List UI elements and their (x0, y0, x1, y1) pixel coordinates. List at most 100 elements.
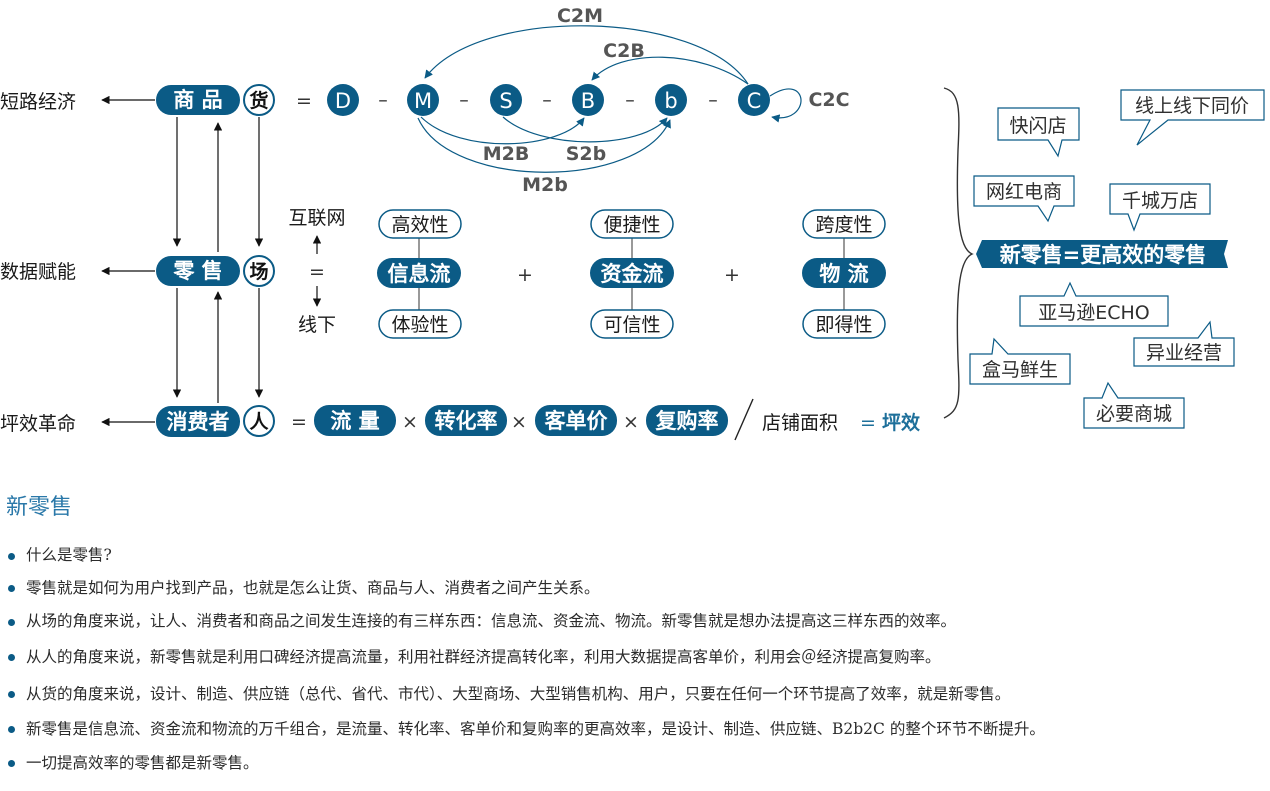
plus-sign: + (517, 264, 533, 286)
arc-c2b (591, 56, 749, 85)
callout-hema: 盒马鲜生 (969, 337, 1071, 385)
list-item: 从场的角度来说，让人、消费者和商品之间发生连接的有三样东西：信息流、资金流、物流… (8, 605, 1263, 638)
list-item: 新零售是信息流、资金流和物流的万千组合，是流量、转化率、客单价和复购率的更高效率… (8, 712, 1263, 746)
arc-label-s2b: S2b (566, 143, 607, 165)
online-offline-equals: = (309, 261, 325, 283)
traffic-pill-text: 流 量 (330, 409, 379, 433)
chain-sep: – (625, 89, 635, 111)
svg-text:亚马逊ECHO: 亚马逊ECHO (1038, 302, 1150, 324)
list-item: 一切提高效率的零售都是新零售。 (8, 746, 1263, 780)
chain-sep: – (542, 89, 552, 111)
result-equals: = (860, 412, 876, 434)
store-area-label: 店铺面积 (762, 412, 838, 434)
svg-text:S: S (499, 89, 512, 113)
flow-main: 信息流 (388, 262, 451, 286)
times-sign: × (511, 411, 527, 433)
goods-pill-text: 商 品 (173, 88, 222, 112)
unit-price-pill-text: 客单价 (545, 409, 609, 433)
consumer-pill (156, 406, 240, 437)
divide-slash (734, 398, 754, 441)
svg-text:b: b (664, 89, 677, 113)
arc-label-c2b: C2B (603, 40, 645, 62)
times-sign: × (623, 411, 639, 433)
flow-main: 资金流 (601, 262, 664, 286)
callout-cross-industry: 异业经营 (1133, 320, 1235, 367)
people-circle-text: 人 (249, 411, 269, 433)
goods-pill (156, 85, 240, 115)
chain-node-s: S (490, 84, 522, 116)
svg-text:网红电商: 网红电商 (986, 181, 1062, 203)
formula-equals: = (291, 411, 307, 433)
repurchase-pill-text: 复购率 (655, 409, 719, 433)
row-label-data-empower: 数据赋能 (0, 261, 76, 283)
times-sign: × (402, 411, 418, 433)
chain-sep: – (708, 89, 718, 111)
right-brace (943, 87, 974, 419)
bullet-list: 什么是零售? 零售就是如何为用户找到产品，也就是怎么让货、商品与人、消费者之间产… (8, 540, 1263, 780)
arc-label-m2b: M2B (483, 143, 530, 165)
flow-bottom: 可信性 (603, 314, 660, 336)
list-item: 什么是零售? (8, 540, 1263, 571)
flow-top: 跨度性 (815, 214, 872, 236)
callout-same-price: 线上线下同价 (1120, 89, 1265, 146)
svg-text:D: D (335, 89, 351, 113)
unit-price-pill (535, 405, 617, 436)
list-item: 零售就是如何为用户找到产品，也就是怎么让货、商品与人、消费者之间产生关系。 (8, 571, 1263, 605)
people-circle (243, 405, 275, 437)
arc-label-m2b-small: M2b (522, 174, 568, 196)
arc-s2b (502, 116, 668, 143)
svg-text:M: M (414, 89, 432, 113)
flow-logistics: 跨度性 物 流 即得性 (802, 209, 886, 339)
new-retail-banner-text: 新零售=更高效的零售 (1000, 243, 1207, 267)
svg-text:必要商城: 必要商城 (1096, 403, 1172, 425)
retail-pill (156, 256, 240, 286)
flow-top: 便捷性 (603, 214, 660, 236)
chain-node-small-b: b (655, 84, 687, 116)
offline-label: 线下 (298, 314, 336, 336)
traffic-pill (314, 405, 396, 436)
arc-m2b (420, 116, 585, 145)
flow-capital: 便捷性 资金流 可信性 (590, 209, 674, 339)
flow-bottom: 体验性 (391, 314, 448, 336)
svg-text:盒马鲜生: 盒马鲜生 (982, 359, 1058, 381)
chain-sep: – (459, 89, 469, 111)
arc-c2c (769, 88, 802, 123)
svg-text:线上线下同价: 线上线下同价 (1135, 95, 1249, 117)
flow-main: 物 流 (819, 262, 868, 286)
list-item: 从人的角度来说，新零售就是利用口碑经济提高流量，利用社群经济提高转化率，利用大数… (8, 638, 1263, 676)
callout-flash-store: 快闪店 (997, 107, 1080, 158)
chain-node-m: M (407, 84, 439, 116)
new-retail-banner (976, 240, 1228, 268)
venue-circle-text: 场 (249, 261, 268, 283)
goods-circle-text: 货 (249, 89, 268, 112)
retail-pill-text: 零 售 (172, 259, 222, 283)
repurchase-pill (646, 405, 728, 436)
chain-node-d: D (327, 84, 359, 116)
conversion-pill-text: 转化率 (435, 409, 498, 433)
svg-text:千城万店: 千城万店 (1122, 190, 1198, 212)
flow-information: 高效性 信息流 体验性 (377, 209, 462, 339)
callout-influencer-ecommerce: 网红电商 (973, 175, 1075, 223)
conversion-pill (425, 405, 507, 436)
svg-text:B: B (581, 89, 595, 113)
new-retail-diagram: 短路经济 商 品 货 数据赋能 零 售 场 坪效革命 消费者 人 = D – M… (0, 5, 1265, 441)
venue-circle (243, 255, 275, 287)
chain-node-big-b: B (572, 84, 604, 116)
callout-biyao: 必要商城 (1083, 381, 1185, 429)
svg-text:异业经营: 异业经营 (1146, 342, 1222, 364)
chain-node-c: C (738, 84, 770, 116)
online-label: 互联网 (288, 207, 345, 229)
arc-m2b-small (417, 117, 671, 173)
plus-sign: + (724, 264, 740, 286)
goods-circle (243, 84, 275, 116)
flow-top: 高效性 (391, 214, 448, 236)
chain-equals: = (296, 90, 312, 112)
chain-sep: – (378, 89, 388, 111)
callout-thousand-cities: 千城万店 (1109, 183, 1211, 232)
consumer-pill-text: 消费者 (167, 410, 230, 434)
flow-bottom: 即得性 (815, 314, 872, 336)
arc-c2m (424, 25, 749, 85)
row-label-efficiency: 坪效革命 (0, 413, 76, 435)
efficiency-result: 坪效 (882, 411, 920, 434)
callout-amazon-echo: 亚马逊ECHO (1019, 281, 1169, 327)
